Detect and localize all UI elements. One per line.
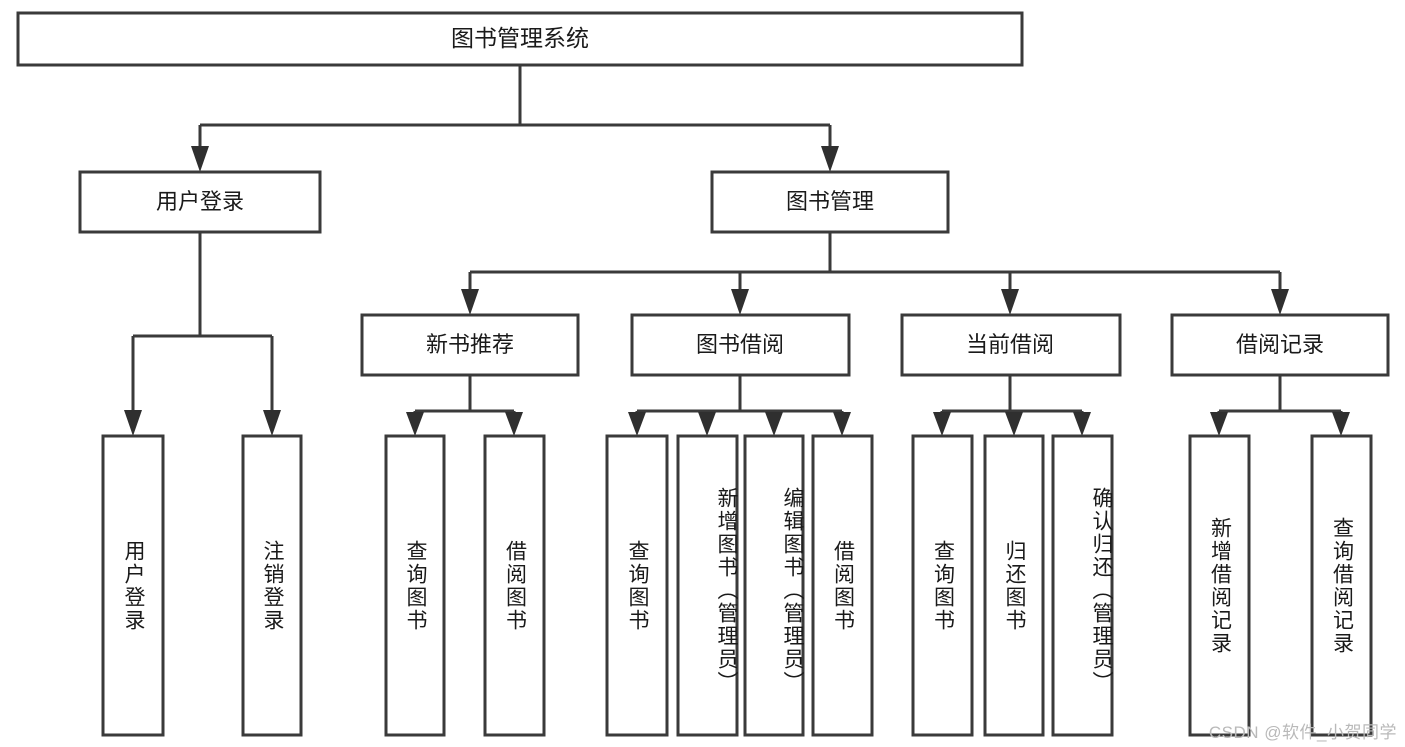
node-new-book-recommend-label: 新书推荐 — [426, 332, 514, 357]
arrow-head-book-manage — [821, 146, 839, 172]
node-book-borrow[interactable] — [630, 313, 851, 377]
arrow-head-leaf-add-record — [1210, 412, 1228, 436]
connector-group-current-borrow — [933, 375, 1091, 436]
node-borrow-record-label: 借阅记录 — [1236, 332, 1324, 357]
node-leaf-logout[interactable] — [241, 434, 303, 737]
connector-group-root — [191, 65, 839, 172]
node-root-system[interactable] — [16, 11, 1024, 67]
node-leaf-confirm-return[interactable] — [1051, 434, 1114, 737]
arrow-head-leaf-confirm-return — [1073, 412, 1091, 436]
arrow-head-leaf-add-book — [698, 412, 716, 436]
arrow-head-borrow-record — [1271, 289, 1289, 315]
connector-group-book-borrow — [628, 375, 851, 436]
node-leaf-return-book[interactable] — [983, 434, 1045, 737]
arrow-head-leaf-query-book-1 — [406, 412, 424, 436]
arrow-head-leaf-return-book — [1005, 412, 1023, 436]
node-leaf-add-record[interactable] — [1188, 434, 1251, 737]
node-leaf-query-record[interactable] — [1310, 434, 1373, 737]
node-leaf-query-book-2[interactable] — [605, 434, 669, 737]
arrow-head-leaf-query-book-3 — [933, 412, 951, 436]
arrow-head-leaf-user-login — [124, 410, 142, 436]
node-leaf-add-book[interactable] — [676, 434, 739, 737]
node-book-manage-label: 图书管理 — [786, 189, 874, 214]
arrow-head-new-book-recommend — [461, 289, 479, 315]
node-current-borrow[interactable] — [900, 313, 1122, 377]
connector-group-user-login — [124, 232, 281, 436]
node-leaf-user-login[interactable] — [101, 434, 165, 737]
node-leaf-query-book-3[interactable] — [911, 434, 974, 737]
arrow-head-leaf-query-book-2 — [628, 412, 646, 436]
arrow-head-leaf-edit-book — [765, 412, 783, 436]
arrow-head-user-login — [191, 146, 209, 172]
node-user-login-label: 用户登录 — [156, 189, 244, 214]
node-borrow-record[interactable] — [1170, 313, 1390, 377]
node-book-borrow-label: 图书借阅 — [696, 332, 784, 357]
arrow-head-leaf-logout — [263, 410, 281, 436]
node-new-book-recommend[interactable] — [360, 313, 580, 377]
node-root-system-label: 图书管理系统 — [451, 25, 589, 51]
connector-group-new-book-recommend — [406, 375, 523, 436]
connector-group-book-manage — [461, 232, 1289, 315]
arrow-head-book-borrow — [731, 289, 749, 315]
arrow-head-leaf-borrow-book-1 — [505, 412, 523, 436]
node-current-borrow-label: 当前借阅 — [966, 332, 1054, 357]
arrow-head-leaf-borrow-book-2 — [833, 412, 851, 436]
node-leaf-borrow-book-1[interactable] — [483, 434, 546, 737]
node-leaf-edit-book[interactable] — [743, 434, 805, 737]
node-book-manage[interactable] — [710, 170, 950, 234]
node-leaf-borrow-book-2[interactable] — [811, 434, 874, 737]
connector-group-borrow-record — [1210, 375, 1350, 436]
node-leaf-query-book-1[interactable] — [384, 434, 446, 737]
arrow-head-current-borrow — [1001, 289, 1019, 315]
arrow-head-leaf-query-record — [1332, 412, 1350, 436]
node-user-login[interactable] — [78, 170, 322, 234]
watermark-text: CSDN @软件_小贺同学 — [1208, 723, 1397, 742]
